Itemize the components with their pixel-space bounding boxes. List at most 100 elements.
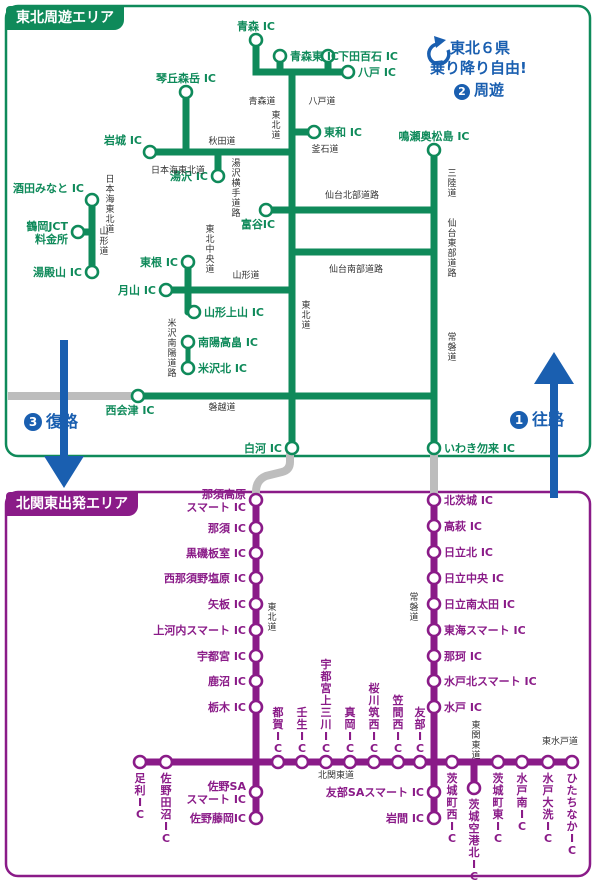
tohoku-ic-label-sakata: 酒田みなと IC [13, 182, 84, 195]
return-arrow-shaft [60, 340, 68, 460]
kanto-ic-label-nishinasuno: 西那須野塩原 IC [164, 571, 246, 585]
tohoku-road-banetsu: 磐越道 [208, 401, 235, 413]
kanto-ic-marker-mibu [294, 754, 310, 770]
tohoku-road-joban: 常磐道 [447, 331, 456, 363]
tohoku-road-tohoku: 東北道 [271, 109, 280, 141]
outbound-arrow-head [534, 352, 574, 384]
kanto-ic-marker-sano-fujioka [248, 810, 264, 826]
kanto-ic-marker-hitachinaka [564, 754, 580, 770]
tohoku-ic-marker-naruse [426, 142, 442, 158]
kanto-ic-marker-kamikochi [248, 622, 264, 638]
kanto-ic-marker-utsunomiya [248, 648, 264, 664]
tohoku-ic-marker-kazuwa [306, 124, 322, 140]
kanto-ic-marker-kasama-nishi [390, 754, 406, 770]
kanto-ic-label-takahagi: 高萩 IC [444, 519, 482, 533]
kanto-ic-marker-moka [342, 754, 358, 770]
tohoku-interchange-markers [70, 32, 442, 456]
kanto-ic-label-mito-kita: 水戸北スマート IC [444, 674, 537, 688]
return-text: 復路 [46, 412, 79, 431]
tohoku-panel [4, 4, 592, 458]
tohoku-ic-label-tomiya: 富谷IC [241, 217, 275, 231]
tohoku-road-nihonkai: 日本海東北道 [151, 164, 205, 176]
tohoku-ic-marker-nanyo [180, 334, 196, 350]
tohoku-road-yamagata: 山形道 [232, 269, 259, 281]
outbound-arrow-shaft [550, 380, 558, 498]
tohoku-ic-label-iwaki-akita: 岩城 IC [103, 133, 142, 147]
promo-circle: 2 [454, 84, 470, 100]
kanto-ic-label-sano-fujioka: 佐野藤岡IC [189, 811, 246, 825]
kanto-road-joban: 常磐道 [409, 591, 418, 623]
kanto-ic-marker-hitachi-minami [426, 596, 442, 612]
kanto-ic-marker-hitachi-kita [426, 544, 442, 560]
kanto-panel [4, 490, 592, 878]
tohoku-ic-marker-aomori-higashi [272, 48, 288, 64]
kanto-ic-marker-sakuragawa [366, 754, 382, 770]
kanto-ic-marker-ibaraki-nishi [444, 754, 460, 770]
tohoku-ic-marker-tomiya [258, 202, 274, 218]
tohoku-ic-label-hachinohe: 八戸 IC [357, 66, 396, 79]
tohoku-ic-label-kotooka: 琴丘森岳 IC [155, 71, 216, 85]
return-number: 3 [24, 413, 42, 431]
kanto-ic-marker-kanuma [248, 673, 264, 689]
kanto-ic-marker-iwama [426, 810, 442, 826]
return-arrow-head [44, 456, 84, 488]
kanto-ic-marker-tomobe [412, 754, 428, 770]
tohoku-ic-marker-yonezawa-kita [180, 360, 196, 376]
tohoku-ic-label-gassan: 月山 IC [117, 283, 156, 297]
kanto-ic-label-tochigi: 栃木 IC [208, 700, 246, 714]
tohoku-road-aomori: 青森道 [248, 95, 275, 107]
kanto-ic-label-hitachi-chuo: 日立中央 IC [444, 571, 504, 585]
tohoku-ic-marker-yudono [84, 264, 100, 280]
kanto-ic-marker-nasu-kogen [248, 492, 264, 508]
kanto-ic-label-iwama: 岩間 IC [385, 811, 424, 825]
kanto-ic-label-kuroiso: 黒磯板室 IC [186, 546, 246, 560]
kanto-ic-marker-nasu [248, 520, 264, 536]
kanto-ic-marker-kita-ibaraki [426, 492, 442, 508]
kanto-ic-label-kanuma: 鹿沼 IC [208, 674, 246, 688]
area-connectors [8, 392, 438, 500]
tohoku-ic-marker-tsuruoka [70, 224, 86, 240]
kanto-ic-label-hitachi-minami: 日立南太田 IC [444, 597, 515, 611]
tohoku-ic-marker-sakata [84, 192, 100, 208]
kanto-ic-label-tokai: 東海スマート IC [444, 623, 526, 637]
kanto-ic-label-kita-ibaraki: 北茨城 IC [444, 493, 493, 507]
promo-line1: 東北６県 [450, 39, 511, 57]
tohoku-ic-label-iwaki-nakoso: いわき勿来 IC [444, 441, 515, 455]
tohoku-ic-label-yonezawa-kita: 米沢北 IC [197, 361, 247, 375]
tohoku-ic-marker-iwaki-akita [142, 144, 158, 160]
kanto-road-higashi_mito: 東水戸道 [542, 735, 578, 747]
kanto-ic-label-tomobe-sa: 友部SAスマート IC [326, 785, 424, 799]
kanto-ic-marker-tomobe-sa [426, 784, 442, 800]
kanto-ic-label-naka: 那珂 IC [444, 650, 482, 663]
tohoku-road-yonezawa_nanyo: 米沢南陽道路 [167, 317, 176, 379]
kanto-ic-label-mito: 水戸 IC [444, 700, 482, 714]
tohoku-ic-label-yudono: 湯殿山 IC [33, 265, 82, 279]
tohoku-road-tohoku2: 東北道 [301, 299, 310, 331]
kanto-ic-marker-tsuga [270, 754, 286, 770]
kanto-ic-marker-mito [426, 699, 442, 715]
tohoku-ic-marker-kotooka [178, 84, 194, 100]
kanto-ic-marker-takahagi [426, 518, 442, 534]
tohoku-ic-label-aomori-higashi: 青森東 IC [290, 49, 339, 63]
tohoku-ic-marker-higashine [180, 254, 196, 270]
kanto-ic-marker-sano-sa [248, 784, 264, 800]
kanto-ic-marker-naka [426, 648, 442, 664]
kanto-ic-marker-tokai [426, 622, 442, 638]
outbound-text: 往路 [532, 410, 565, 429]
